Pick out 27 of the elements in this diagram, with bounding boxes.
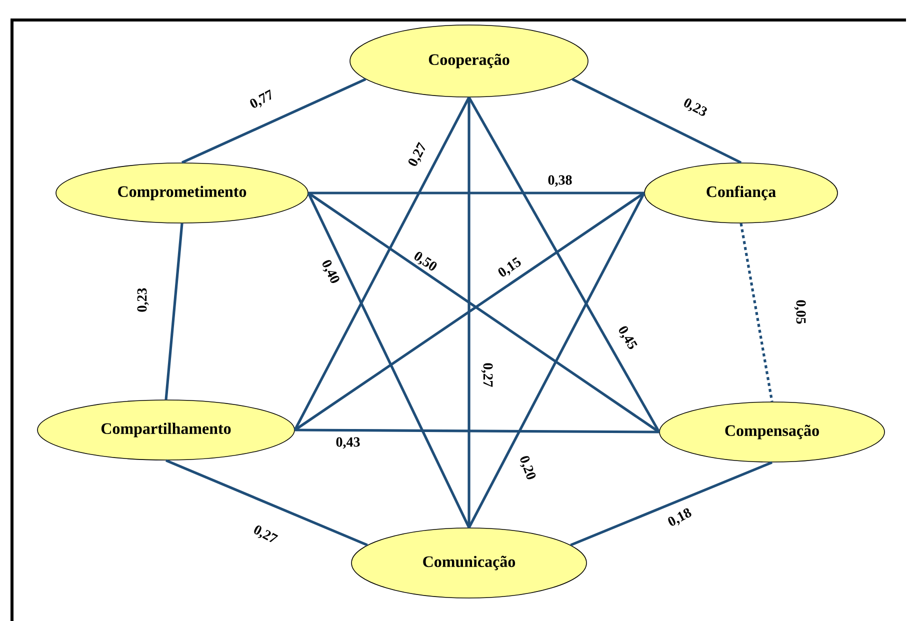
edge-label: 0,50 [410, 249, 440, 275]
edge-label: 0,77 [247, 88, 277, 112]
edge-label: 0,38 [546, 174, 574, 188]
edge-label: 0,27 [250, 522, 280, 548]
edge-label: 0,23 [680, 96, 710, 120]
connector-line [181, 78, 366, 164]
connector-line [572, 78, 742, 164]
connector-line [294, 428, 660, 434]
connector-line [468, 192, 646, 528]
edge-label: 0,20 [516, 453, 538, 483]
connector-line [468, 96, 660, 433]
edge-label: 0,15 [495, 255, 525, 281]
connector-line [166, 459, 368, 546]
connector-line [307, 192, 470, 528]
connector-line [294, 96, 470, 431]
edge-label: 0,05 [793, 298, 807, 326]
edge-label: 0,18 [665, 506, 695, 530]
connector-line [570, 461, 772, 546]
edge-label: 0,40 [318, 257, 342, 287]
connector-line [740, 223, 774, 402]
edge-label: 0,27 [480, 362, 494, 388]
edge-label: 0,23 [136, 286, 150, 314]
connector-line [308, 192, 644, 194]
edge-label: 0,45 [614, 323, 640, 353]
connector-line [164, 223, 184, 400]
edge-label: 0,27 [406, 140, 430, 170]
edge-label: 0,43 [334, 436, 362, 450]
